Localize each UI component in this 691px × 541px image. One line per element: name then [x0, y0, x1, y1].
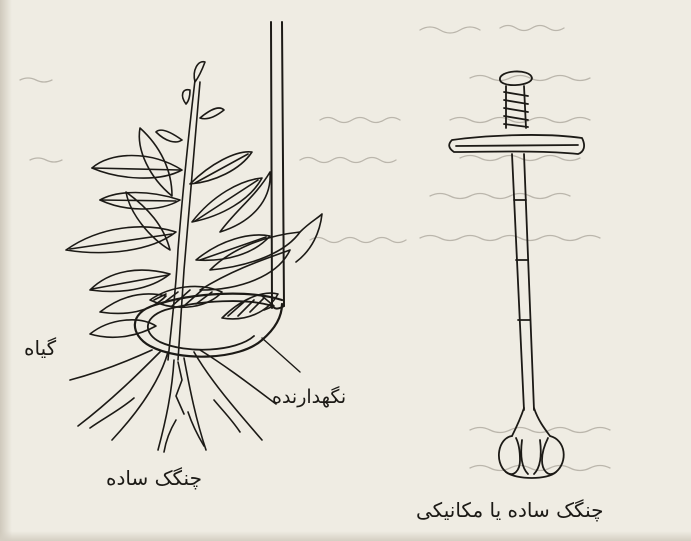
simple-fork-label: چنگک ساده — [106, 466, 202, 490]
mechanical-fork-label: چنگک ساده یا مکانیکی — [416, 498, 603, 522]
holder-label: نگهدارنده — [272, 386, 346, 408]
plant-label: گیاه — [24, 336, 56, 360]
mechanical-fork-illustration — [449, 71, 584, 478]
